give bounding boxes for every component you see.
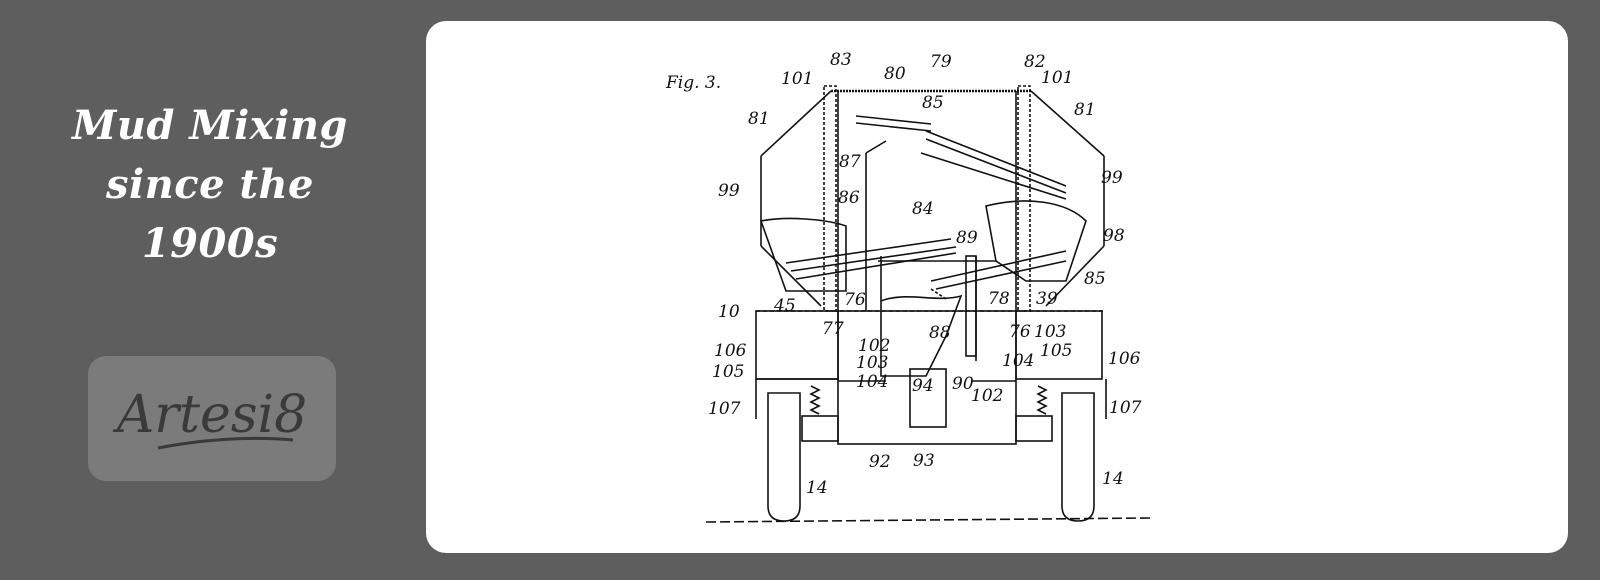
ref-14-left: 14 (806, 478, 828, 498)
figure-label: Fig. 3. (665, 73, 721, 93)
ref-99-left: 99 (718, 181, 740, 201)
ref-85-top: 85 (922, 93, 944, 113)
ref-101-left: 101 (781, 69, 813, 89)
ref-14-right: 14 (1102, 469, 1124, 489)
ref-104-left: 104 (856, 372, 888, 392)
ref-10: 10 (718, 302, 740, 322)
ref-93: 93 (913, 451, 935, 471)
lower-frame (755, 310, 1107, 445)
ref-76-right: 76 (1009, 322, 1031, 342)
ref-106-left: 106 (714, 341, 747, 361)
ref-45: 45 (773, 296, 796, 316)
reference-numerals: 83 82 101 101 80 79 81 81 85 87 99 99 86… (708, 50, 1142, 498)
hopper-body (760, 89, 1105, 307)
ref-39: 39 (1036, 289, 1058, 309)
artesi8-logo: Artesi8 (88, 356, 336, 481)
ref-103-right: 103 (1034, 322, 1066, 342)
ref-89: 89 (956, 228, 978, 248)
headline: Mud Mixing since the 1900s (40, 96, 380, 273)
ref-104-right: 104 (1002, 351, 1034, 371)
ref-90: 90 (952, 374, 974, 394)
stand-pipe (865, 140, 996, 361)
ref-82: 82 (1024, 52, 1046, 72)
ref-98: 98 (1103, 226, 1125, 246)
ref-86: 86 (838, 188, 860, 208)
springs (809, 385, 1048, 415)
ref-81-right: 81 (1074, 100, 1096, 120)
ref-92: 92 (869, 452, 891, 472)
ref-102-left: 102 (858, 336, 890, 356)
ref-101-right: 101 (1041, 68, 1073, 88)
ref-84: 84 (912, 199, 934, 219)
headline-line-2: since the (105, 161, 315, 208)
ref-81-left: 81 (748, 109, 770, 129)
ref-105-right: 105 (1040, 341, 1072, 361)
headline-line-3: 1900s (141, 220, 279, 267)
ref-76-left: 76 (844, 290, 866, 310)
artesi8-logo-mark: Artesi8 (113, 385, 307, 450)
ref-80: 80 (884, 64, 906, 84)
ref-78: 78 (988, 289, 1010, 309)
ref-106-right: 106 (1108, 349, 1141, 369)
ref-99-right: 99 (1101, 168, 1123, 188)
ref-102-right: 102 (971, 386, 1003, 406)
ref-107-left: 107 (708, 399, 741, 419)
logo-swash (157, 436, 294, 450)
ref-103-left: 103 (856, 353, 888, 373)
logo-wordmark: Artesi8 (113, 385, 307, 445)
ref-85-right: 85 (1084, 269, 1106, 289)
ref-107-right: 107 (1109, 398, 1142, 418)
headline-line-1: Mud Mixing (72, 102, 348, 149)
mixing-paddles (785, 115, 1067, 300)
ref-88: 88 (929, 323, 951, 343)
patent-drawing: Fig. 3. (665, 50, 1152, 523)
ref-79: 79 (930, 52, 952, 72)
ref-94: 94 (912, 376, 934, 396)
ground-line (705, 517, 1152, 523)
ref-105-left: 105 (712, 362, 744, 382)
ref-77: 77 (822, 319, 844, 339)
mud-cutaway (759, 200, 1087, 377)
ref-87: 87 (839, 152, 861, 172)
ref-83: 83 (830, 50, 852, 70)
patent-drawing-panel: Fig. 3. (426, 21, 1568, 553)
